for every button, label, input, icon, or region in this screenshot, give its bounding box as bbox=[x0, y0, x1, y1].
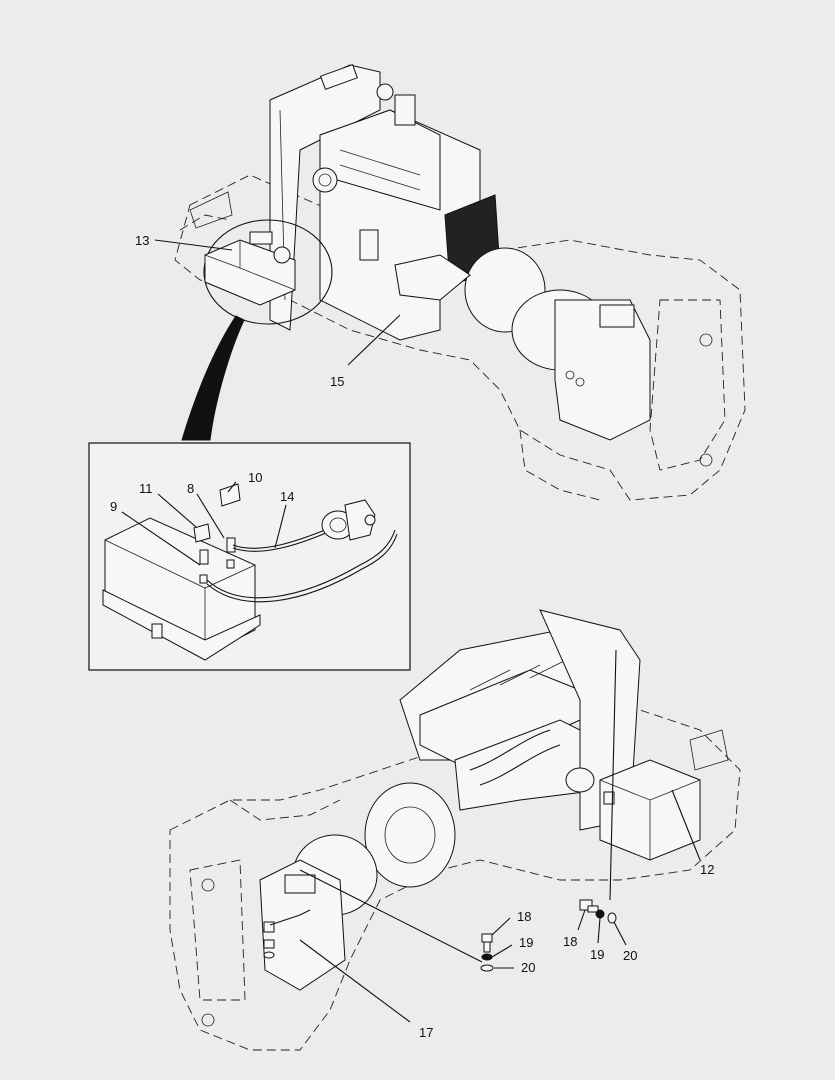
callout-18-left: 18 bbox=[517, 909, 531, 924]
bottom-frame bbox=[169, 709, 741, 1051]
leader-18b bbox=[577, 909, 586, 931]
bottom-engine bbox=[399, 609, 641, 831]
callout-20-right: 20 bbox=[623, 948, 637, 963]
bottom-machine-view bbox=[169, 609, 741, 1051]
hardware-set-right bbox=[579, 899, 617, 924]
alignment-line-a bbox=[299, 869, 483, 963]
callout-8: 8 bbox=[187, 481, 194, 496]
leader-11 bbox=[157, 493, 197, 528]
leader-8 bbox=[196, 493, 225, 539]
detail-inset bbox=[88, 442, 411, 671]
callout-19-right: 19 bbox=[590, 947, 604, 962]
leader-19b bbox=[597, 917, 601, 944]
leader-12 bbox=[671, 789, 701, 861]
leader-17 bbox=[299, 939, 411, 1023]
bottom-battery bbox=[599, 759, 701, 861]
callout-17: 17 bbox=[419, 1025, 433, 1040]
leader-14 bbox=[274, 504, 287, 549]
hardware-set-left bbox=[480, 933, 494, 972]
leader-10 bbox=[227, 481, 237, 493]
bottom-transmission bbox=[259, 782, 456, 991]
callout-12: 12 bbox=[700, 862, 714, 877]
inset-battery bbox=[102, 517, 261, 661]
top-machine-view bbox=[154, 63, 746, 501]
inset-cables bbox=[206, 529, 398, 603]
callout-15: 15 bbox=[330, 374, 344, 389]
top-transmission bbox=[394, 247, 651, 441]
detail-pointer-wedge bbox=[181, 315, 245, 441]
callout-19-left: 19 bbox=[519, 935, 533, 950]
callout-18-right: 18 bbox=[563, 934, 577, 949]
bottom-left-hardware bbox=[263, 909, 311, 959]
leader-15 bbox=[347, 314, 401, 366]
inset-terminals bbox=[193, 483, 241, 584]
callout-9: 9 bbox=[110, 499, 117, 514]
leader-19a bbox=[491, 944, 513, 958]
leader-13 bbox=[154, 239, 233, 251]
leader-20b bbox=[613, 921, 627, 946]
alignment-line-b bbox=[609, 649, 617, 901]
callout-14: 14 bbox=[280, 489, 294, 504]
leader-9 bbox=[121, 511, 201, 566]
top-detail-circle bbox=[203, 219, 333, 325]
inset-starter bbox=[321, 499, 376, 541]
callout-10: 10 bbox=[248, 470, 262, 485]
callout-11: 11 bbox=[139, 481, 153, 496]
callout-20-left: 20 bbox=[521, 960, 535, 975]
callout-13: 13 bbox=[135, 233, 149, 248]
leader-18a bbox=[491, 917, 511, 936]
